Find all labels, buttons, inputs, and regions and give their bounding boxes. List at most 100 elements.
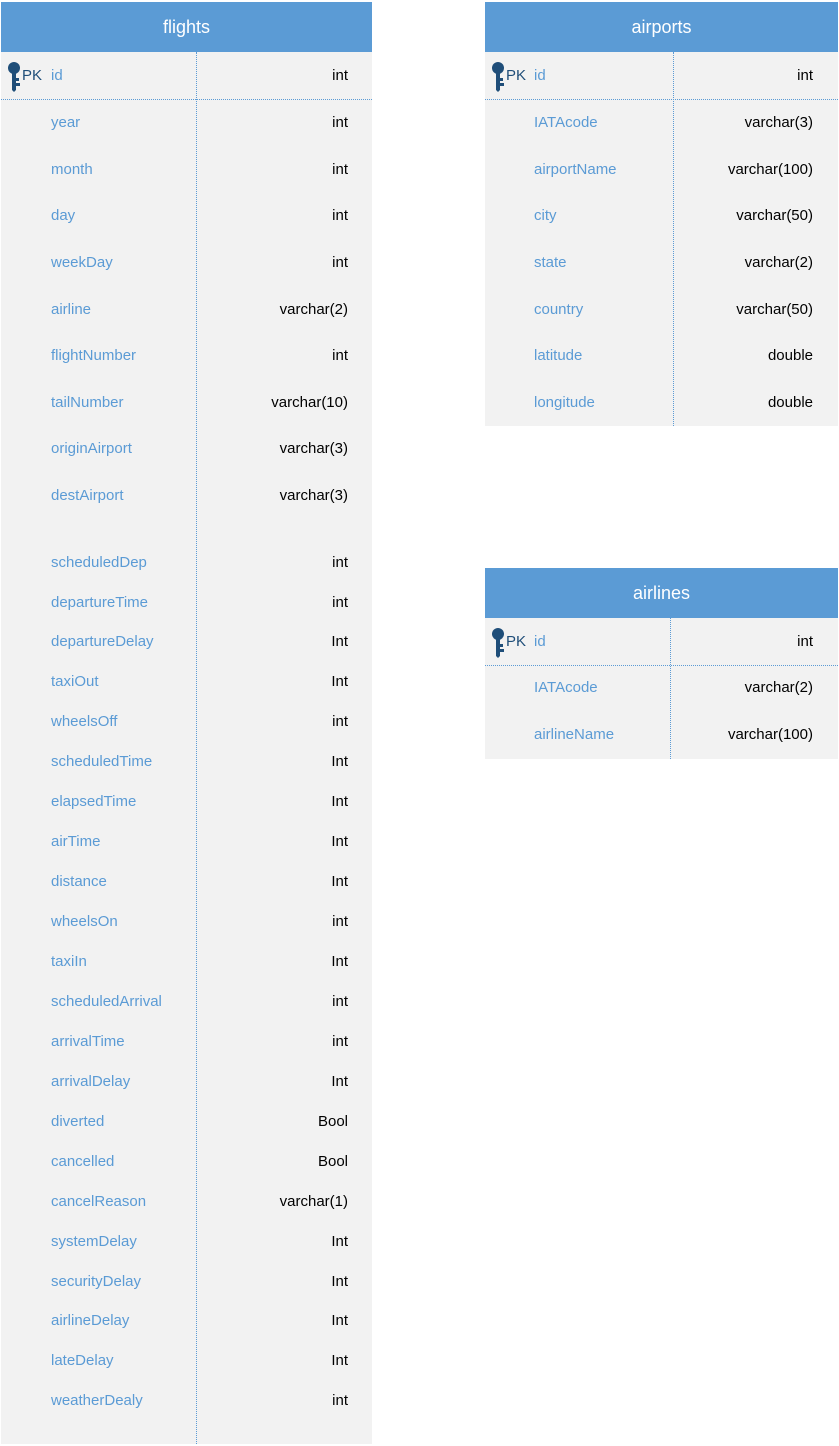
column-name: lateDelay	[51, 1352, 114, 1369]
column-type: varchar(3)	[279, 440, 348, 457]
column-type: int	[332, 1033, 348, 1050]
column-type: Int	[331, 873, 348, 890]
primary-key-row: PK id int	[485, 618, 838, 666]
column-type: Int	[331, 953, 348, 970]
column-name: cancelReason	[51, 1193, 147, 1210]
column-type: int	[332, 1392, 348, 1409]
column-type: Int	[331, 833, 348, 850]
column-name: securityDelay	[51, 1273, 142, 1290]
column-type: varchar(10)	[271, 394, 348, 411]
column-name: elapsedTime	[51, 793, 137, 810]
column-type: int	[332, 594, 348, 611]
column-name: airlineDelay	[51, 1312, 130, 1329]
column-name: weatherDealy	[51, 1392, 143, 1409]
column-type: int	[332, 993, 348, 1010]
column-name: id	[51, 67, 63, 84]
column-name: state	[534, 254, 567, 271]
column-type: int	[797, 67, 813, 84]
column-name: distance	[51, 873, 107, 890]
column-name: wheelsOn	[51, 913, 118, 930]
column-name: taxiOut	[51, 673, 99, 690]
column-name: scheduledTime	[51, 753, 153, 770]
column-name: cancelled	[51, 1153, 115, 1170]
column-name: weekDay	[51, 254, 113, 271]
column-type: varchar(100)	[727, 726, 813, 743]
column-type: Int	[331, 1073, 348, 1090]
column-name: airportName	[534, 161, 617, 178]
column-type: varchar(3)	[279, 487, 348, 504]
column-type: int	[332, 713, 348, 730]
column-name: scheduledDep	[51, 554, 147, 571]
key-icon	[7, 62, 23, 92]
column-name: scheduledArrival	[51, 993, 162, 1010]
column-name: flightNumber	[51, 347, 137, 364]
column-type: int	[332, 554, 348, 571]
column-type: Int	[331, 673, 348, 690]
primary-key-row: PK id int	[1, 52, 372, 100]
column-type: int	[332, 67, 348, 84]
column-name: year	[51, 114, 81, 131]
column-name: airline	[51, 301, 92, 318]
column-type: varchar(2)	[279, 301, 348, 318]
column-name: diverted	[51, 1113, 105, 1130]
column-type: Int	[331, 633, 348, 650]
column-type: int	[332, 114, 348, 131]
pk-label: PK	[22, 67, 43, 84]
column-name: departureTime	[51, 594, 148, 611]
column-type: Int	[331, 1273, 348, 1290]
table-title: flights	[1, 2, 372, 52]
pk-label: PK	[506, 67, 527, 84]
column-type: int	[332, 207, 348, 224]
column-name: latitude	[534, 347, 583, 364]
column-name: id	[534, 633, 546, 650]
column-type: varchar(100)	[727, 161, 813, 178]
column-divider	[196, 52, 197, 1444]
column-divider	[670, 618, 671, 759]
column-type: int	[332, 161, 348, 178]
column-type: Int	[331, 793, 348, 810]
column-type: varchar(2)	[744, 679, 813, 696]
key-icon	[491, 62, 507, 92]
column-name: longitude	[534, 394, 595, 411]
column-name: id	[534, 67, 546, 84]
column-name: month	[51, 161, 93, 178]
column-name: destAirport	[51, 487, 124, 504]
column-type: varchar(3)	[744, 114, 813, 131]
table-title: airlines	[485, 568, 838, 618]
column-name: airTime	[51, 833, 101, 850]
column-type: double	[767, 347, 813, 364]
column-type: varchar(1)	[279, 1193, 348, 1210]
column-type: Int	[331, 1312, 348, 1329]
column-type: int	[332, 913, 348, 930]
key-icon	[491, 628, 507, 658]
column-name: taxiIn	[51, 953, 87, 970]
column-type: varchar(50)	[736, 301, 813, 318]
column-name: city	[534, 207, 557, 224]
column-type: Int	[331, 1352, 348, 1369]
column-type: int	[332, 347, 348, 364]
column-name: originAirport	[51, 440, 132, 457]
column-type: double	[767, 394, 813, 411]
column-name: country	[534, 301, 584, 318]
pk-label: PK	[506, 633, 527, 650]
column-type: varchar(50)	[736, 207, 813, 224]
column-type: Bool	[317, 1153, 348, 1170]
column-divider	[673, 52, 674, 426]
column-name: airlineName	[534, 726, 615, 743]
column-type: varchar(2)	[744, 254, 813, 271]
column-name: tailNumber	[51, 394, 124, 411]
column-type: int	[332, 254, 348, 271]
column-type: int	[797, 633, 813, 650]
column-name: IATAcode	[534, 114, 598, 131]
column-name: arrivalTime	[51, 1033, 125, 1050]
table-title: airports	[485, 2, 838, 52]
column-name: arrivalDelay	[51, 1073, 131, 1090]
column-name: IATAcode	[534, 679, 598, 696]
column-name: departureDelay	[51, 633, 154, 650]
primary-key-row: PK id int	[485, 52, 838, 100]
